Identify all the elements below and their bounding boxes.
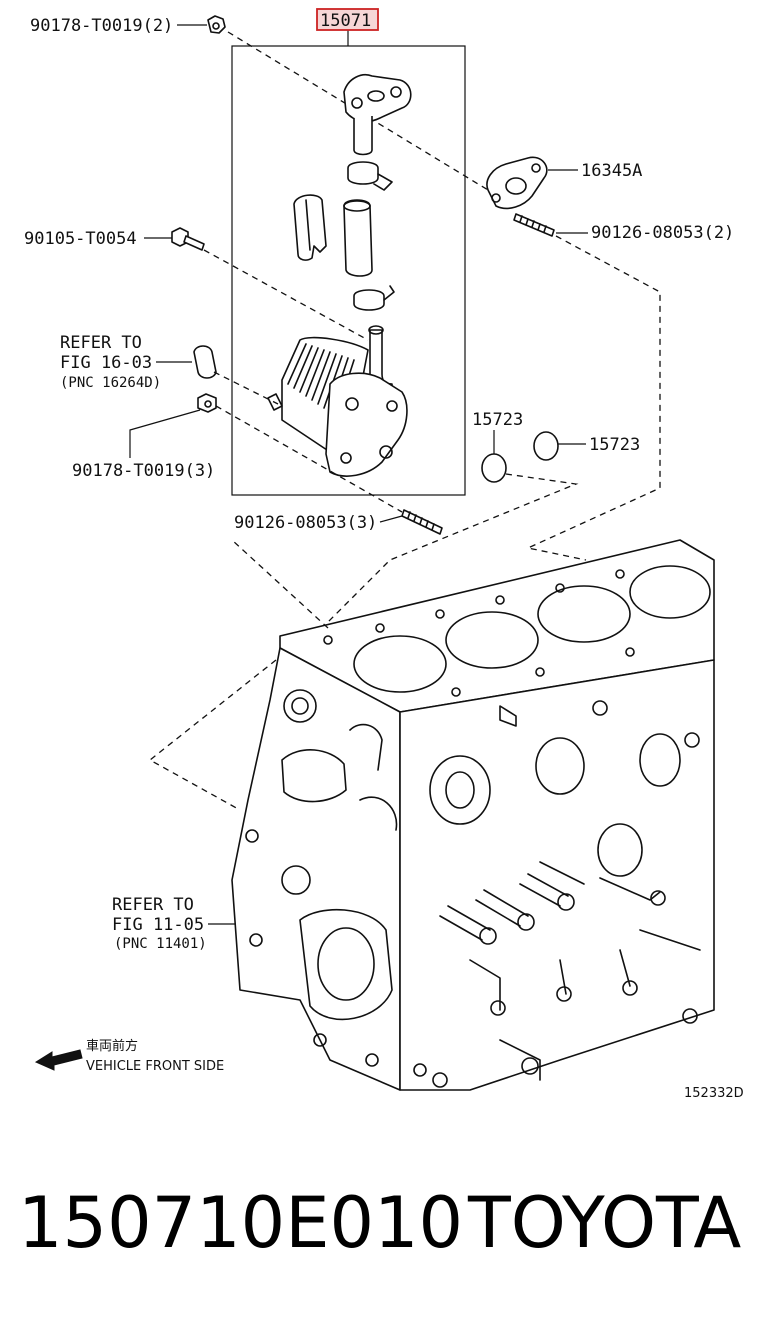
oring-a-label: 15723 (472, 410, 523, 430)
bolt-left-icon (171, 227, 205, 251)
front-jp-label: 車両前方 (86, 1038, 138, 1054)
hose-protector-icon (293, 194, 327, 261)
nut-bottom-label: 90178-T0019(3) (72, 461, 215, 481)
refer1-line1: REFER TO (60, 333, 142, 353)
front-arrow-icon (34, 1049, 83, 1071)
refer2-line1: REFER TO (112, 895, 194, 915)
refer1-line2: FIG 16-03 (60, 353, 152, 373)
stud-right-icon (513, 213, 555, 237)
oring-b-icon (533, 431, 559, 461)
hose-clamp-top-icon (347, 161, 393, 191)
sleeve-icon (193, 345, 217, 379)
bolt-top-label: 90178-T0019(2) (30, 16, 173, 36)
nut-bottom-icon (197, 393, 217, 413)
main-part-label[interactable]: 15071 (320, 11, 371, 31)
stud-right-label: 90126-08053(2) (591, 223, 734, 243)
hose-icon (343, 199, 373, 277)
pipe-flange-icon (343, 74, 412, 156)
stud-bottom-icon (401, 509, 443, 535)
bolt-left-label: 90105-T0054 (24, 229, 137, 249)
hose-clamp-lower-icon (353, 285, 395, 311)
oring-a-icon (481, 453, 507, 483)
brand-name: TOYOTA (468, 1182, 742, 1264)
refer2-line2: FIG 11-05 (112, 915, 204, 935)
part-number: 150710E010 (18, 1182, 464, 1264)
engine-block-icon (231, 539, 715, 1091)
oil-cooler-icon (267, 325, 408, 477)
refer2-line3: (PNC 11401) (114, 936, 207, 952)
oring-b-label: 15723 (589, 435, 640, 455)
front-en-label: VEHICLE FRONT SIDE (86, 1059, 224, 1074)
bolt-top-icon (207, 15, 226, 34)
main-part-highlight[interactable] (316, 8, 379, 31)
gasket-icon (486, 156, 548, 210)
stud-bottom-label: 90126-08053(3) (234, 513, 377, 533)
gasket-label: 16345A (581, 161, 642, 181)
illustration-id: 152332D (684, 1086, 744, 1101)
refer1-line3: (PNC 16264D) (60, 375, 161, 391)
